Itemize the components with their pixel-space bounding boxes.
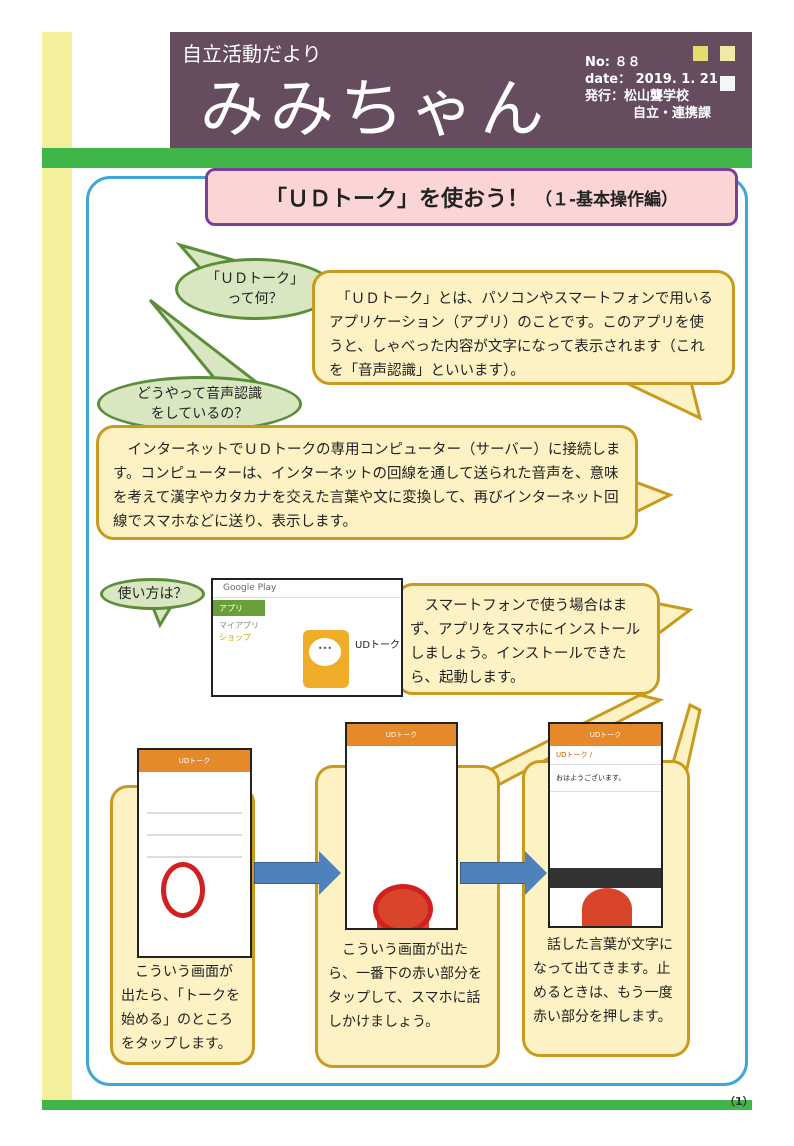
left-strip	[42, 32, 72, 1110]
udtalk-app-icon: •••	[303, 630, 349, 688]
gp-app-name: UDトーク	[355, 640, 401, 651]
answer-how: インターネットでＵＤトークの専用コンピューター（サーバー）に接続します。コンピュ…	[96, 425, 638, 540]
footer-rule	[42, 1100, 752, 1110]
question-bubble-usage: 使い方は？	[100, 578, 205, 610]
screen-title: UDトーク	[347, 724, 456, 746]
screen-title: UDトーク	[139, 750, 250, 772]
question-bubble-how: どうやって音声認識 をしているの？	[97, 376, 302, 432]
transcript-line: UDトーク /	[550, 746, 661, 765]
tap-highlight-ring	[161, 862, 205, 918]
series-title: 自立活動だより	[182, 42, 322, 66]
department: 自立・連携課	[633, 106, 712, 121]
newsletter-logo: みみちゃん	[200, 73, 550, 147]
arrow-right-icon	[460, 851, 547, 895]
gp-nav-apps: アプリ	[213, 600, 265, 616]
screen-title: UDトーク	[550, 724, 661, 746]
issue-meta: No: ８８ date： 2019. 1. 21 発行：松山聾学校 自立・連携課	[585, 54, 718, 122]
gp-shop: ショップ	[219, 633, 251, 642]
page-number: （1）	[724, 1095, 754, 1108]
google-play-screenshot: Google Play アプリ マイアプリ ショップ ••• UDトーク	[211, 578, 403, 697]
publisher: 発行：松山聾学校	[585, 89, 690, 104]
title-main: 「ＵＤトーク」を使おう！	[264, 187, 529, 212]
deco-square	[693, 46, 708, 61]
article-title: 「ＵＤトーク」を使おう！（１-基本操作編）	[205, 168, 738, 226]
deco-square	[720, 76, 735, 91]
gp-brand: Google Play	[213, 580, 401, 598]
gp-my-apps: マイアプリ	[219, 621, 259, 630]
answer-usage: スマートフォンで使う場合はまず、アプリをスマホにインストールしましょう。インスト…	[395, 583, 660, 695]
issue-date: date： 2019. 1. 21	[585, 72, 718, 87]
title-sub: （１-基本操作編）	[534, 189, 679, 210]
masthead: 自立活動だより みみちゃん No: ８８ date： 2019. 1. 21 発…	[170, 32, 752, 148]
deco-square	[720, 46, 735, 61]
step3-phone-screenshot: UDトーク UDトーク / おはようございます。	[548, 722, 663, 928]
tap-highlight-ring	[373, 884, 433, 928]
transcript-line: おはようございます。	[550, 765, 661, 792]
mic-button	[582, 888, 632, 926]
step2-phone-screenshot: UDトーク	[345, 722, 458, 930]
answer-what: 「ＵＤトーク」とは、パソコンやスマートフォンで用いるアプリケーション（アプリ）の…	[312, 270, 735, 385]
header-rule	[42, 148, 752, 168]
question-bubble-what: 「ＵＤトーク」 って何？	[175, 258, 335, 320]
step1-phone-screenshot: UDトーク	[137, 748, 252, 958]
arrow-right-icon	[254, 851, 341, 895]
issue-number: No: ８８	[585, 55, 641, 70]
